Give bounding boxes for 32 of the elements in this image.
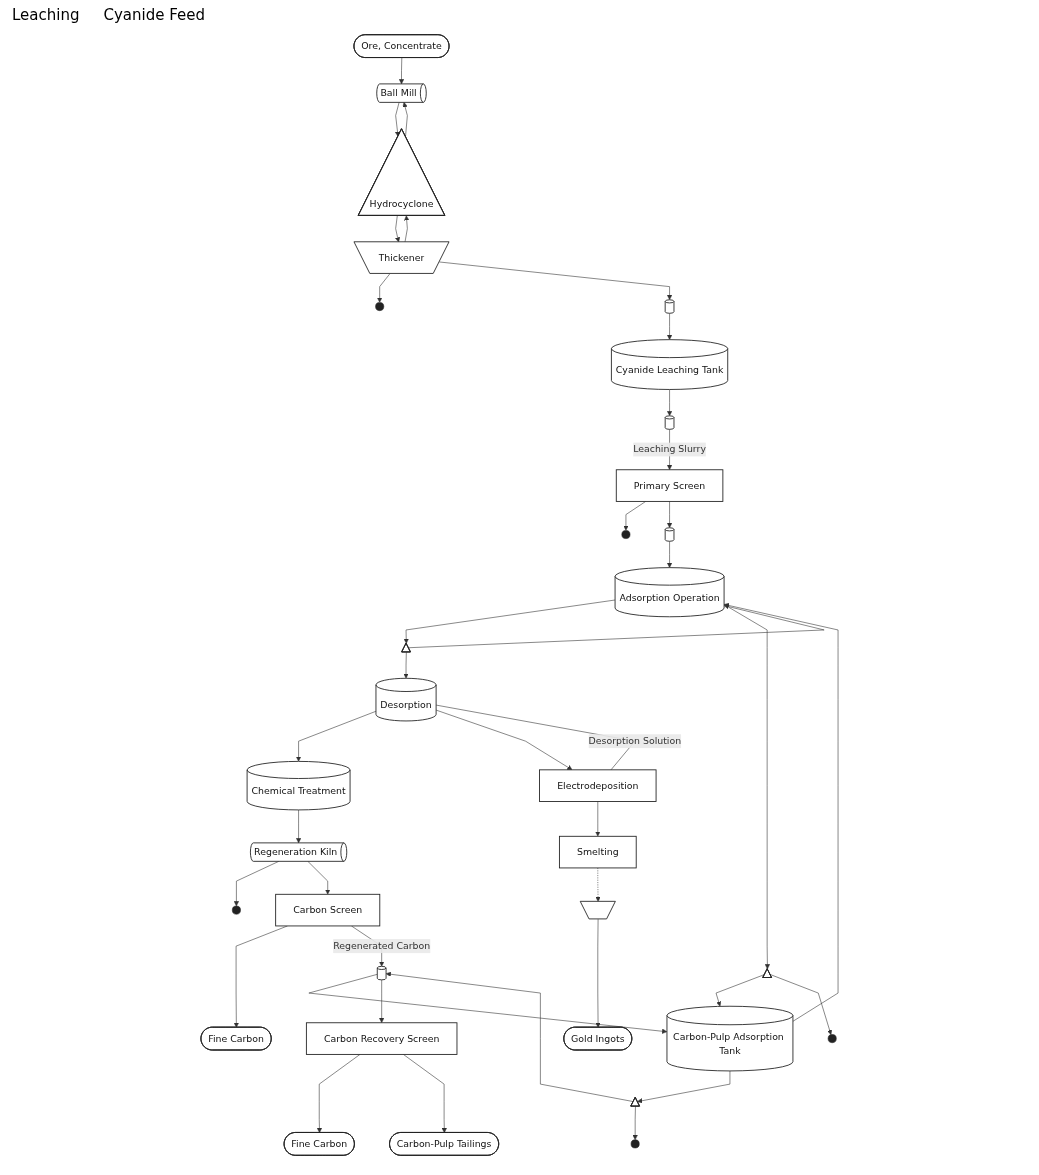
process-box: Desorption	[375, 677, 437, 722]
process-box: Chemical Treatment	[246, 760, 351, 811]
process-box: Thickener	[353, 241, 450, 274]
process-box: Ball Mill	[376, 83, 427, 103]
note-label: Leaching	[12, 6, 80, 24]
stirred-tank	[664, 527, 675, 542]
screen-sieve	[762, 968, 772, 978]
process-box: Hydrocyclone	[357, 128, 446, 216]
process-box: Adsorption Operation	[614, 567, 725, 618]
edge-label: Leaching Slurry	[633, 442, 706, 457]
process-box: Ore, Concentrate	[353, 34, 450, 58]
screen-sieve	[401, 642, 411, 653]
process-box: Fine Carbon	[200, 1026, 272, 1051]
process-box: Fine Carbon	[283, 1132, 355, 1156]
process-box: Primary Screen	[615, 469, 724, 502]
process-box: Electrodeposition	[539, 769, 657, 802]
stirred-tank	[376, 965, 387, 981]
edge-label: Desorption Solution	[588, 734, 682, 749]
process-box: Carbon-Pulp Adsorption Tank	[666, 1005, 794, 1072]
process-box: Carbon Screen	[275, 893, 381, 927]
stirred-tank	[664, 299, 675, 314]
edge-label: Regenerated Carbon	[333, 939, 431, 954]
process-box: Regeneration Kiln	[249, 842, 348, 862]
process-box: Carbon Recovery Screen	[305, 1022, 458, 1055]
process-box: Carbon-Pulp Tailings	[389, 1132, 500, 1156]
process-box: Cyanide Leaching Tank	[610, 339, 729, 390]
process-box: Gold Ingots	[563, 1026, 633, 1051]
ingot-mold	[579, 900, 616, 920]
note-label: Cyanide Feed	[103, 6, 205, 24]
screen-sieve	[630, 1096, 640, 1107]
stirred-tank	[664, 415, 675, 430]
process-box: Smelting	[558, 835, 637, 869]
